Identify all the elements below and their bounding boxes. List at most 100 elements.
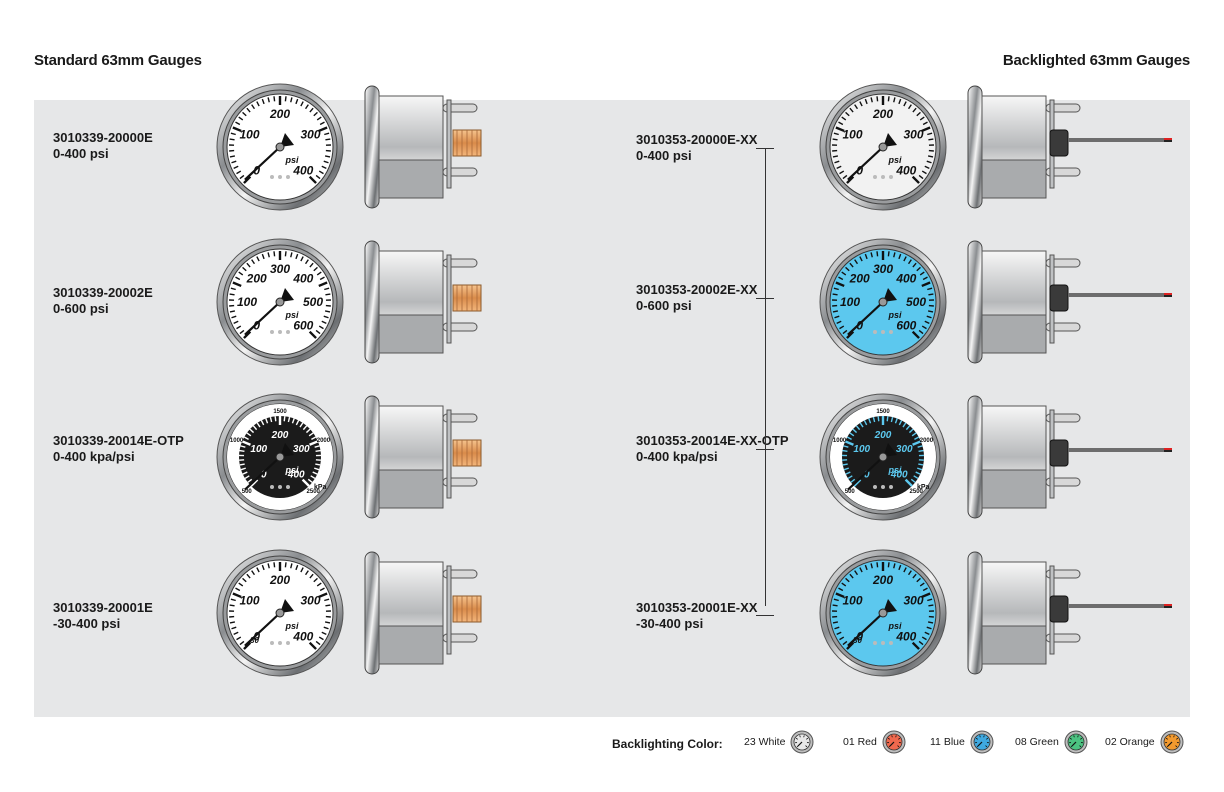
gauge-tick — [832, 604, 838, 607]
gauge-tick — [854, 570, 859, 576]
gauge-tick — [921, 281, 931, 288]
gauge-tick — [921, 170, 927, 175]
gauge-tick — [324, 155, 331, 158]
gauge-tick — [859, 256, 863, 262]
gauge-tick — [928, 293, 934, 296]
gauge-scale-number: 500 — [303, 295, 323, 309]
gauge-tick — [305, 428, 311, 434]
gauge-tick — [849, 107, 854, 113]
gauge-tick — [843, 445, 849, 448]
gauge-tick — [315, 449, 321, 453]
pointer-tail — [883, 133, 897, 147]
wire-red-tip — [1164, 293, 1172, 295]
wire-black-tip — [1164, 450, 1172, 452]
gauge-tick — [309, 440, 319, 446]
mounting-bracket — [446, 409, 452, 499]
vacuum-label: 30 — [853, 636, 862, 645]
part-number: 3010353-20000E-XX — [636, 132, 758, 147]
gauge-body-lower — [981, 314, 1047, 354]
gauge-tick — [834, 315, 840, 319]
gauge-tick — [241, 440, 251, 446]
gauge-tick — [905, 425, 911, 431]
gauge-tick — [864, 564, 868, 571]
gauge-tick — [894, 418, 898, 424]
gauge-tick — [842, 640, 848, 646]
kpa-scale-number: 2500 — [307, 489, 321, 495]
dial-dot — [881, 175, 885, 179]
gauge-tick — [921, 636, 927, 641]
gauge-tick — [240, 445, 246, 448]
gauge-tick — [834, 160, 840, 164]
gauge-tick — [283, 416, 286, 422]
pressure-range: 0-600 psi — [53, 301, 109, 316]
wire-red-tip — [1164, 604, 1172, 606]
gauge-tick — [243, 641, 252, 650]
gauge-tick — [877, 416, 880, 422]
gauge-tick — [321, 165, 327, 169]
gauge-tick — [887, 251, 890, 257]
pressure-range: 0-600 psi — [636, 298, 692, 313]
legend-item-green: 08 Green — [1015, 730, 1088, 754]
gauge-tick — [232, 126, 242, 133]
gauge-tick — [284, 96, 287, 102]
gauge-tick — [261, 98, 265, 105]
swatch-tick — [805, 745, 808, 748]
gauge-tick — [904, 478, 913, 487]
gauge-tick — [839, 636, 845, 641]
gauge-tick — [839, 325, 845, 330]
gauge-tick — [846, 641, 855, 650]
wire-black-tip — [1164, 140, 1172, 142]
gauge-tick — [845, 266, 850, 272]
gauge-tick — [244, 475, 250, 480]
swatch-tick — [985, 737, 988, 740]
gauge-tick — [256, 422, 261, 428]
gauge-tick — [836, 165, 842, 169]
dial-dot — [881, 485, 885, 489]
pointer-hub — [275, 297, 285, 307]
swatch-tick — [796, 737, 799, 740]
gauge-tick — [834, 626, 840, 630]
swatch-tick — [1165, 737, 1168, 740]
gauge-tick — [233, 320, 239, 324]
gauge-tick — [273, 96, 276, 102]
dial-dot — [270, 330, 274, 334]
backlight-wire — [1068, 138, 1172, 142]
gauge-tick — [916, 266, 921, 272]
gauge-pointer — [847, 612, 884, 647]
gauge-tick — [260, 420, 265, 426]
swatch-tick — [806, 737, 809, 740]
gauge-scale-number: 100 — [250, 444, 267, 455]
gauge-scale-number: 400 — [895, 629, 916, 643]
gauge-tick — [308, 175, 317, 184]
connector-housing — [1049, 284, 1069, 312]
gauge-tick — [242, 266, 247, 272]
legend-label: 08 Green — [1015, 736, 1059, 748]
gauge-tick — [838, 587, 844, 592]
gauge-tick — [301, 478, 310, 487]
gauge-tick — [928, 138, 934, 141]
gauge-scale-number: 500 — [906, 295, 926, 309]
psi-unit-label: psi — [887, 155, 902, 165]
backlighted-label-3: 3010353-20014E-XX-OTP 0-400 kpa/psi — [636, 433, 788, 465]
gauge-tick — [832, 293, 838, 296]
gauge-tick — [845, 111, 850, 117]
mounting-bracket — [446, 99, 452, 189]
gauge-tick — [316, 116, 322, 121]
wire-black-tip — [1164, 295, 1172, 297]
side-bezel — [967, 240, 983, 364]
legend-label: 23 White — [744, 736, 786, 748]
gauge-tick — [274, 416, 277, 422]
gauge-tick — [898, 98, 902, 105]
part-number: 3010339-20000E — [53, 130, 153, 145]
swatch-tick — [1079, 737, 1082, 740]
gauge-tick — [308, 330, 317, 339]
part-number: 3010353-20002E-XX — [636, 282, 758, 297]
gauge-tick — [313, 577, 318, 583]
gauge-tick — [927, 155, 934, 158]
gauge-scale-number: 200 — [872, 107, 893, 121]
kpa-scale-number: 500 — [242, 489, 253, 495]
gauge-tick — [247, 478, 253, 483]
gauge-tick — [919, 271, 925, 276]
gauge-tick — [859, 567, 863, 573]
gauge-tick — [859, 101, 863, 107]
